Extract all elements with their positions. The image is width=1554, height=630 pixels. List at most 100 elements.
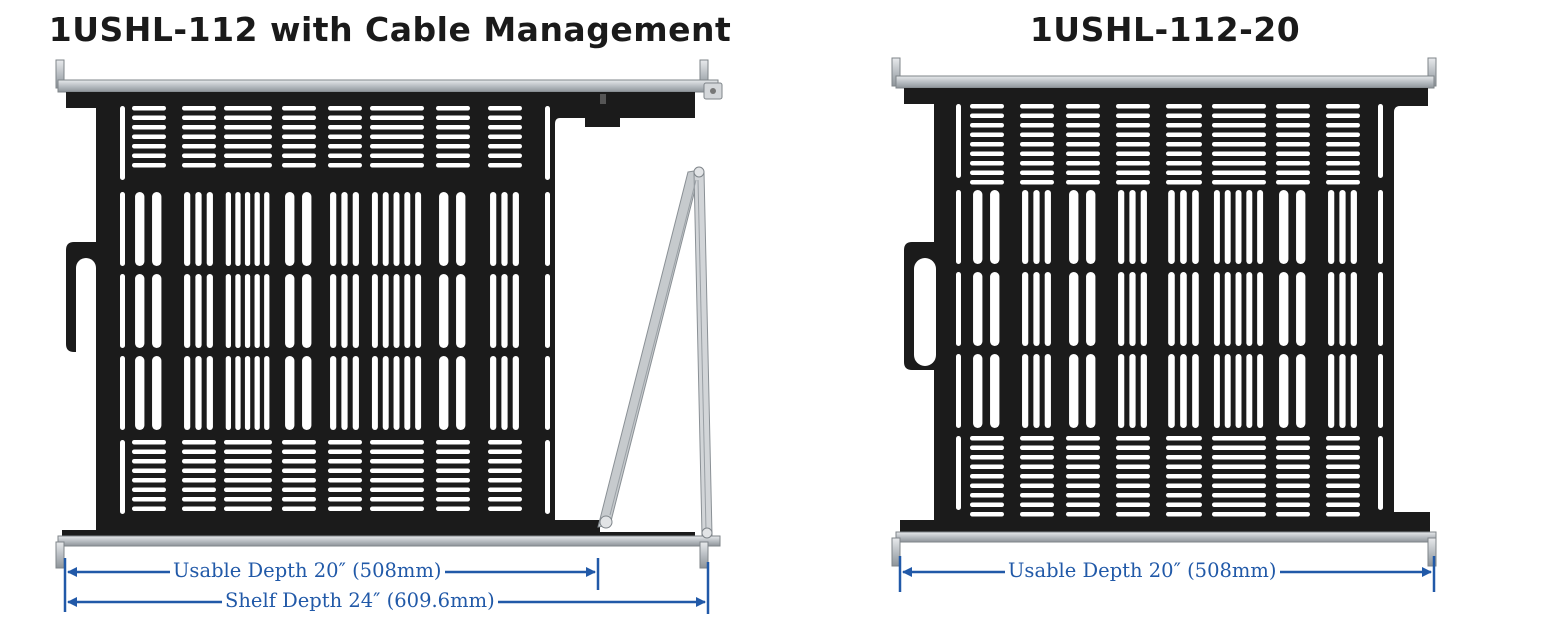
vent-slot [264, 274, 270, 348]
vent-slot [956, 354, 961, 428]
vent-slot [254, 274, 260, 348]
vent-slot [1116, 464, 1150, 469]
vent-slot [328, 497, 362, 502]
vent-slot [1339, 272, 1346, 346]
vent-slot [1129, 272, 1136, 346]
vent-slot [132, 449, 166, 454]
vent-slot [182, 106, 216, 111]
vent-slot [404, 274, 411, 348]
vent-slot [1246, 190, 1253, 264]
vent-slot [1066, 502, 1100, 507]
vent-slot [182, 449, 216, 454]
vent-slot [393, 192, 400, 266]
vent-slot [1116, 445, 1150, 450]
vent-slot [970, 151, 1004, 156]
vent-slot [330, 356, 337, 430]
vent-slot [1212, 502, 1266, 507]
vent-slot [1276, 474, 1310, 479]
vent-slot [254, 192, 260, 266]
vent-slot [1020, 436, 1054, 441]
vent-slot [1168, 354, 1175, 428]
vent-slot [1326, 132, 1360, 137]
vent-slot [152, 192, 162, 266]
vent-slot [184, 356, 191, 430]
vent-slot [1276, 132, 1310, 137]
vent-slot [244, 356, 251, 430]
vent-slot [1020, 512, 1054, 517]
vent-slot [182, 440, 216, 445]
vent-slot [370, 449, 424, 454]
vent-slot [235, 274, 241, 348]
vent-slot [456, 274, 466, 348]
vent-slot [436, 115, 470, 120]
vent-slot [545, 192, 550, 266]
vent-slot [206, 356, 213, 430]
vent-slot [1192, 354, 1199, 428]
vent-slot [1180, 272, 1187, 346]
vent-slot [1326, 180, 1360, 185]
vent-slot [1116, 180, 1150, 185]
vent-slot [1326, 151, 1360, 156]
vent-slot [195, 356, 202, 430]
vent-slot [1020, 170, 1054, 175]
vent-slot [488, 144, 522, 149]
vent-slot [224, 478, 272, 483]
vent-slot [1326, 113, 1360, 118]
vent-slot [132, 115, 166, 120]
vent-slot [439, 356, 449, 430]
vent-slot [1168, 190, 1175, 264]
vent-slot [490, 192, 497, 266]
vent-slot [1116, 512, 1150, 517]
vent-slot [328, 506, 362, 511]
vent-slot [990, 272, 1000, 346]
vent-slot [225, 356, 232, 430]
vent-slot [436, 134, 470, 139]
right-vent-slots [956, 104, 1383, 517]
vent-slot [1276, 445, 1310, 450]
vent-slot [501, 356, 508, 430]
vent-slot [182, 125, 216, 130]
vent-slot [1116, 493, 1150, 498]
vent-slot [285, 192, 295, 266]
vent-slot [1180, 354, 1187, 428]
vent-slot [120, 356, 125, 430]
left-bottom-rail [55, 535, 721, 569]
left-top-rail [55, 59, 723, 100]
vent-slot [1066, 445, 1100, 450]
vent-slot [970, 180, 1004, 185]
vent-slot [282, 134, 316, 139]
vent-slot [224, 144, 272, 149]
vent-slot [488, 163, 522, 168]
vent-slot [352, 274, 359, 348]
vent-slot [1276, 493, 1310, 498]
vent-slot [132, 163, 166, 168]
vent-slot [1166, 464, 1202, 469]
vent-slot [488, 506, 522, 511]
vent-slot [264, 192, 270, 266]
vent-slot [132, 468, 166, 473]
vent-slot [1020, 455, 1054, 460]
vent-slot [1246, 272, 1253, 346]
vent-slot [1326, 474, 1360, 479]
vent-slot [302, 356, 312, 430]
vent-slot [1378, 104, 1383, 178]
vent-slot [973, 272, 983, 346]
vent-slot [1276, 123, 1310, 128]
vent-slot [1168, 272, 1175, 346]
vent-slot [1166, 180, 1202, 185]
vent-slot [1224, 272, 1231, 346]
vent-slot [182, 478, 216, 483]
vent-slot [1166, 132, 1202, 137]
vent-slot [1066, 123, 1100, 128]
vent-slot [182, 134, 216, 139]
vent-slot [970, 161, 1004, 166]
vent-slot [132, 144, 166, 149]
vent-slot [1339, 190, 1346, 264]
vent-slot [370, 468, 424, 473]
vent-slot [488, 106, 522, 111]
vent-slot [225, 192, 232, 266]
vent-slot [436, 440, 470, 445]
vent-slot [1276, 512, 1310, 517]
vent-slot [1166, 142, 1202, 147]
